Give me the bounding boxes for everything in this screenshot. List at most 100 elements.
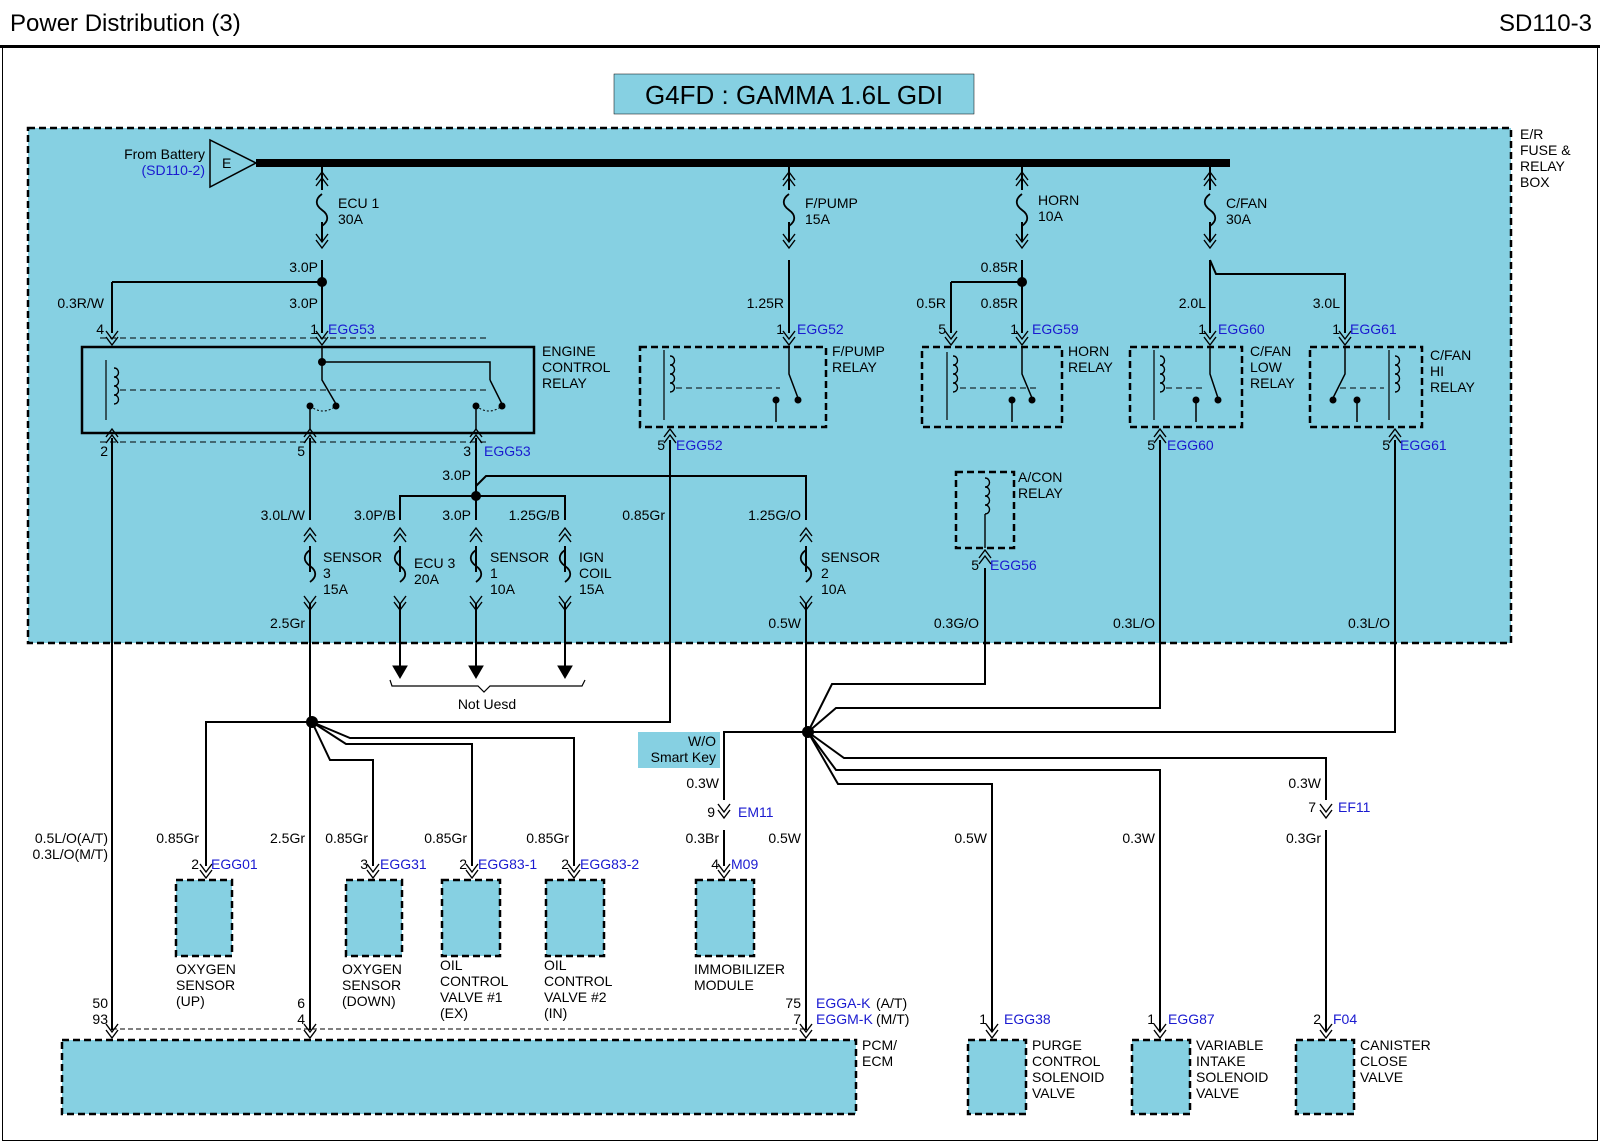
relay-cfanhi-label-3: RELAY xyxy=(1430,379,1476,395)
fuse-sensor1-name: SENSOR xyxy=(490,549,549,565)
fpump-relay xyxy=(638,330,828,444)
pin-number: 1 xyxy=(979,1011,987,1027)
wire-label: 0.3L/O xyxy=(1113,615,1155,631)
battery-ref: (SD110-2) xyxy=(141,162,205,178)
pin-number: 1 xyxy=(1147,1011,1155,1027)
pin-number: 5 xyxy=(1147,437,1155,453)
connector-id: EGG87 xyxy=(1168,1011,1215,1027)
vis-label-1: VARIABLE xyxy=(1196,1037,1263,1053)
connector-id: EM11 xyxy=(738,804,774,820)
relay-acon-label-2: RELAY xyxy=(1018,485,1064,501)
wire-label: 2.5Gr xyxy=(270,830,305,846)
pin-number: 9 xyxy=(707,804,715,820)
fuse-ecu1-name: ECU 1 xyxy=(338,195,379,211)
pcm-label-2: ECM xyxy=(862,1053,893,1069)
connector-id: EGG59 xyxy=(1032,321,1079,337)
splice-dots xyxy=(306,277,1027,738)
fuse-sensor1-num: 1 xyxy=(490,565,498,581)
o2-up-label-2: SENSOR xyxy=(176,977,235,993)
relay-cfanhi-label-1: C/FAN xyxy=(1430,347,1471,363)
immo-label-2: MODULE xyxy=(694,977,754,993)
fuse-ecu3-name: ECU 3 xyxy=(414,555,455,571)
connector-id: EGG83-2 xyxy=(580,856,639,872)
o2-up-label-1: OXYGEN xyxy=(176,961,236,977)
wire-label: 0.5W xyxy=(768,830,801,846)
wire-label: 0.3Br xyxy=(686,830,720,846)
fuse-sensor2-num: 2 xyxy=(821,565,829,581)
fuse-igncoil-name: IGN xyxy=(579,549,604,565)
wire-label: 3.0L xyxy=(1313,295,1340,311)
battery-connector-triangle xyxy=(209,138,258,189)
purge-label-3: SOLENOID xyxy=(1032,1069,1104,1085)
connector-id: EGGA-K xyxy=(816,995,871,1011)
fuse-sensor2-name: SENSOR xyxy=(821,549,880,565)
not-used-label: Not Uesd xyxy=(458,696,516,712)
not-used-arrows xyxy=(389,665,586,693)
connector-id: EGG31 xyxy=(380,856,427,872)
relay-cfanhi-label-2: HI xyxy=(1430,363,1444,379)
wire-label: 1.25R xyxy=(747,295,784,311)
fuse-igncoil-rating: 15A xyxy=(579,581,605,597)
fuse-cfan-rating: 30A xyxy=(1226,211,1252,227)
pin-numbers: 4 1 2 5 3 1 5 5 1 1 5 1 5 5 2 3 2 2 9 4 … xyxy=(92,321,1390,1027)
pin-number: 5 xyxy=(297,443,305,459)
purge-label-2: CONTROL xyxy=(1032,1053,1101,1069)
ocv2-label-3: VALVE #2 xyxy=(544,989,607,1005)
fuse-cfan-name: C/FAN xyxy=(1226,195,1267,211)
vis-label-3: SOLENOID xyxy=(1196,1069,1268,1085)
fuse-horn-rating: 10A xyxy=(1038,208,1064,224)
ocv2-label-1: OIL xyxy=(544,957,567,973)
connector-id: EGGM-K xyxy=(816,1011,873,1027)
acon-relay xyxy=(954,470,1016,565)
wire-label: 2.5Gr xyxy=(270,615,305,631)
pin-number: 3 xyxy=(360,856,368,872)
wire-label: 1.25G/O xyxy=(748,507,801,523)
er-box-label-1: E/R xyxy=(1520,126,1543,142)
engine-title-box xyxy=(613,73,975,115)
horn-relay xyxy=(920,330,1064,429)
fuse-sensor3-num: 3 xyxy=(323,565,331,581)
wire-label: 0.3L/O xyxy=(1348,615,1390,631)
components xyxy=(60,878,1356,1116)
pin-number: 1 xyxy=(776,321,784,337)
engine-title: G4FD : GAMMA 1.6L GDI xyxy=(645,80,943,110)
wire-labels: 3.0P 0.3R/W 3.0P 1.25R 0.85R 0.5R 0.85R … xyxy=(33,259,1391,862)
wire-label: 0.3W xyxy=(1288,775,1321,791)
wire-label: 3.0P xyxy=(289,295,318,311)
wire-label: 3.0P/B xyxy=(354,507,396,523)
cfan-low-relay xyxy=(1128,330,1244,444)
connector-suffix: (M/T) xyxy=(876,1011,909,1027)
inline-connectors xyxy=(717,803,1333,819)
wo-smart-key-box xyxy=(638,732,720,768)
pin-number: 5 xyxy=(971,557,979,573)
connector-suffix: (A/T) xyxy=(876,995,907,1011)
pin-number: 93 xyxy=(92,1011,108,1027)
pin-number: 7 xyxy=(793,1011,801,1027)
pin-number: 2 xyxy=(459,856,467,872)
connector-id: M09 xyxy=(731,856,758,872)
fuse-sensor3-name: SENSOR xyxy=(323,549,382,565)
pin-number: 5 xyxy=(938,321,946,337)
fuse-fpump-rating: 15A xyxy=(805,211,831,227)
wire-label: 0.3W xyxy=(1122,830,1155,846)
wire-label: 0.3L/O(M/T) xyxy=(33,846,108,862)
wire-label: 3.0P xyxy=(442,507,471,523)
relay-horn-label-2: RELAY xyxy=(1068,359,1114,375)
canister-label-2: CLOSE xyxy=(1360,1053,1407,1069)
vis-label-2: INTAKE xyxy=(1196,1053,1246,1069)
connector-id: EGG01 xyxy=(211,856,258,872)
connector-id: EGG56 xyxy=(990,557,1037,573)
ocv1-label-1: OIL xyxy=(440,957,463,973)
ocv1-label-3: VALVE #1 xyxy=(440,989,503,1005)
connector-id: EGG60 xyxy=(1218,321,1265,337)
pcm-label-1: PCM/ xyxy=(862,1037,897,1053)
pin-number: 1 xyxy=(1010,321,1018,337)
relay-ecr-label-2: CONTROL xyxy=(542,359,611,375)
ocv2-label-4: (IN) xyxy=(544,1005,567,1021)
fuse-sensor2-rating: 10A xyxy=(821,581,847,597)
wire-label: 0.85R xyxy=(981,259,1018,275)
ocv2-label-2: CONTROL xyxy=(544,973,613,989)
canister-label-3: VALVE xyxy=(1360,1069,1403,1085)
wire-label: 0.3W xyxy=(686,775,719,791)
wire-label: 3.0P xyxy=(289,259,318,275)
